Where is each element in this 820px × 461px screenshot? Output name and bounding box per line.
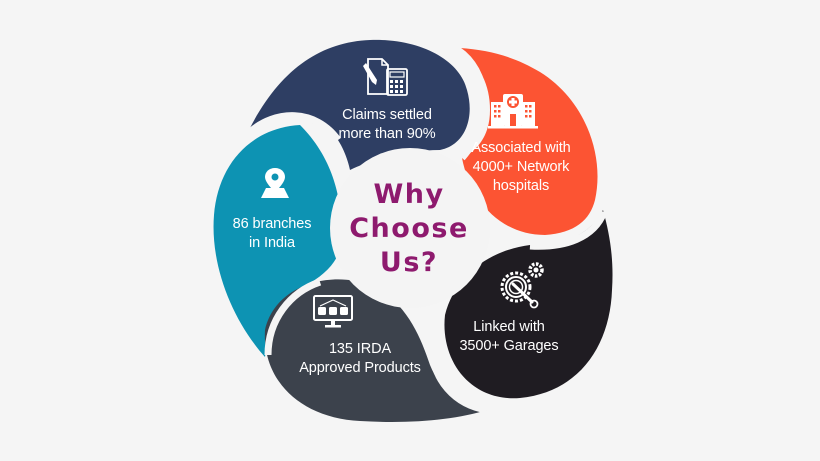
map-pin-icon: [261, 168, 289, 198]
segment-products-shape: [264, 279, 487, 422]
segment-products-label: 135 IRDA Approved Products: [299, 341, 421, 376]
segment-branches-shape: [213, 125, 343, 357]
title-line-3: Us?: [379, 247, 439, 278]
segment-claims-label: Claims settled more than 90%: [338, 107, 436, 142]
document-calculator-icon: [363, 58, 408, 96]
center-circle: [330, 148, 490, 308]
gear-wrench-icon: [500, 262, 544, 309]
segment-hospitals-label: Associated with 4000+ Network hospitals: [471, 140, 571, 194]
segment-hospitals-shape: [460, 48, 598, 235]
segment-claims-shape: [250, 39, 470, 171]
title-line-2: Choose: [349, 213, 469, 244]
monitor-products-icon: [313, 295, 353, 328]
segment-garages-label: Linked with 3500+ Garages: [459, 319, 559, 354]
segment-garages-shape: [444, 210, 613, 399]
center-title: Why Choose Us?: [338, 178, 480, 280]
title-line-1: Why: [373, 179, 445, 210]
hospital-icon: [488, 94, 538, 129]
segment-branches-label: 86 branches in India: [232, 216, 312, 251]
